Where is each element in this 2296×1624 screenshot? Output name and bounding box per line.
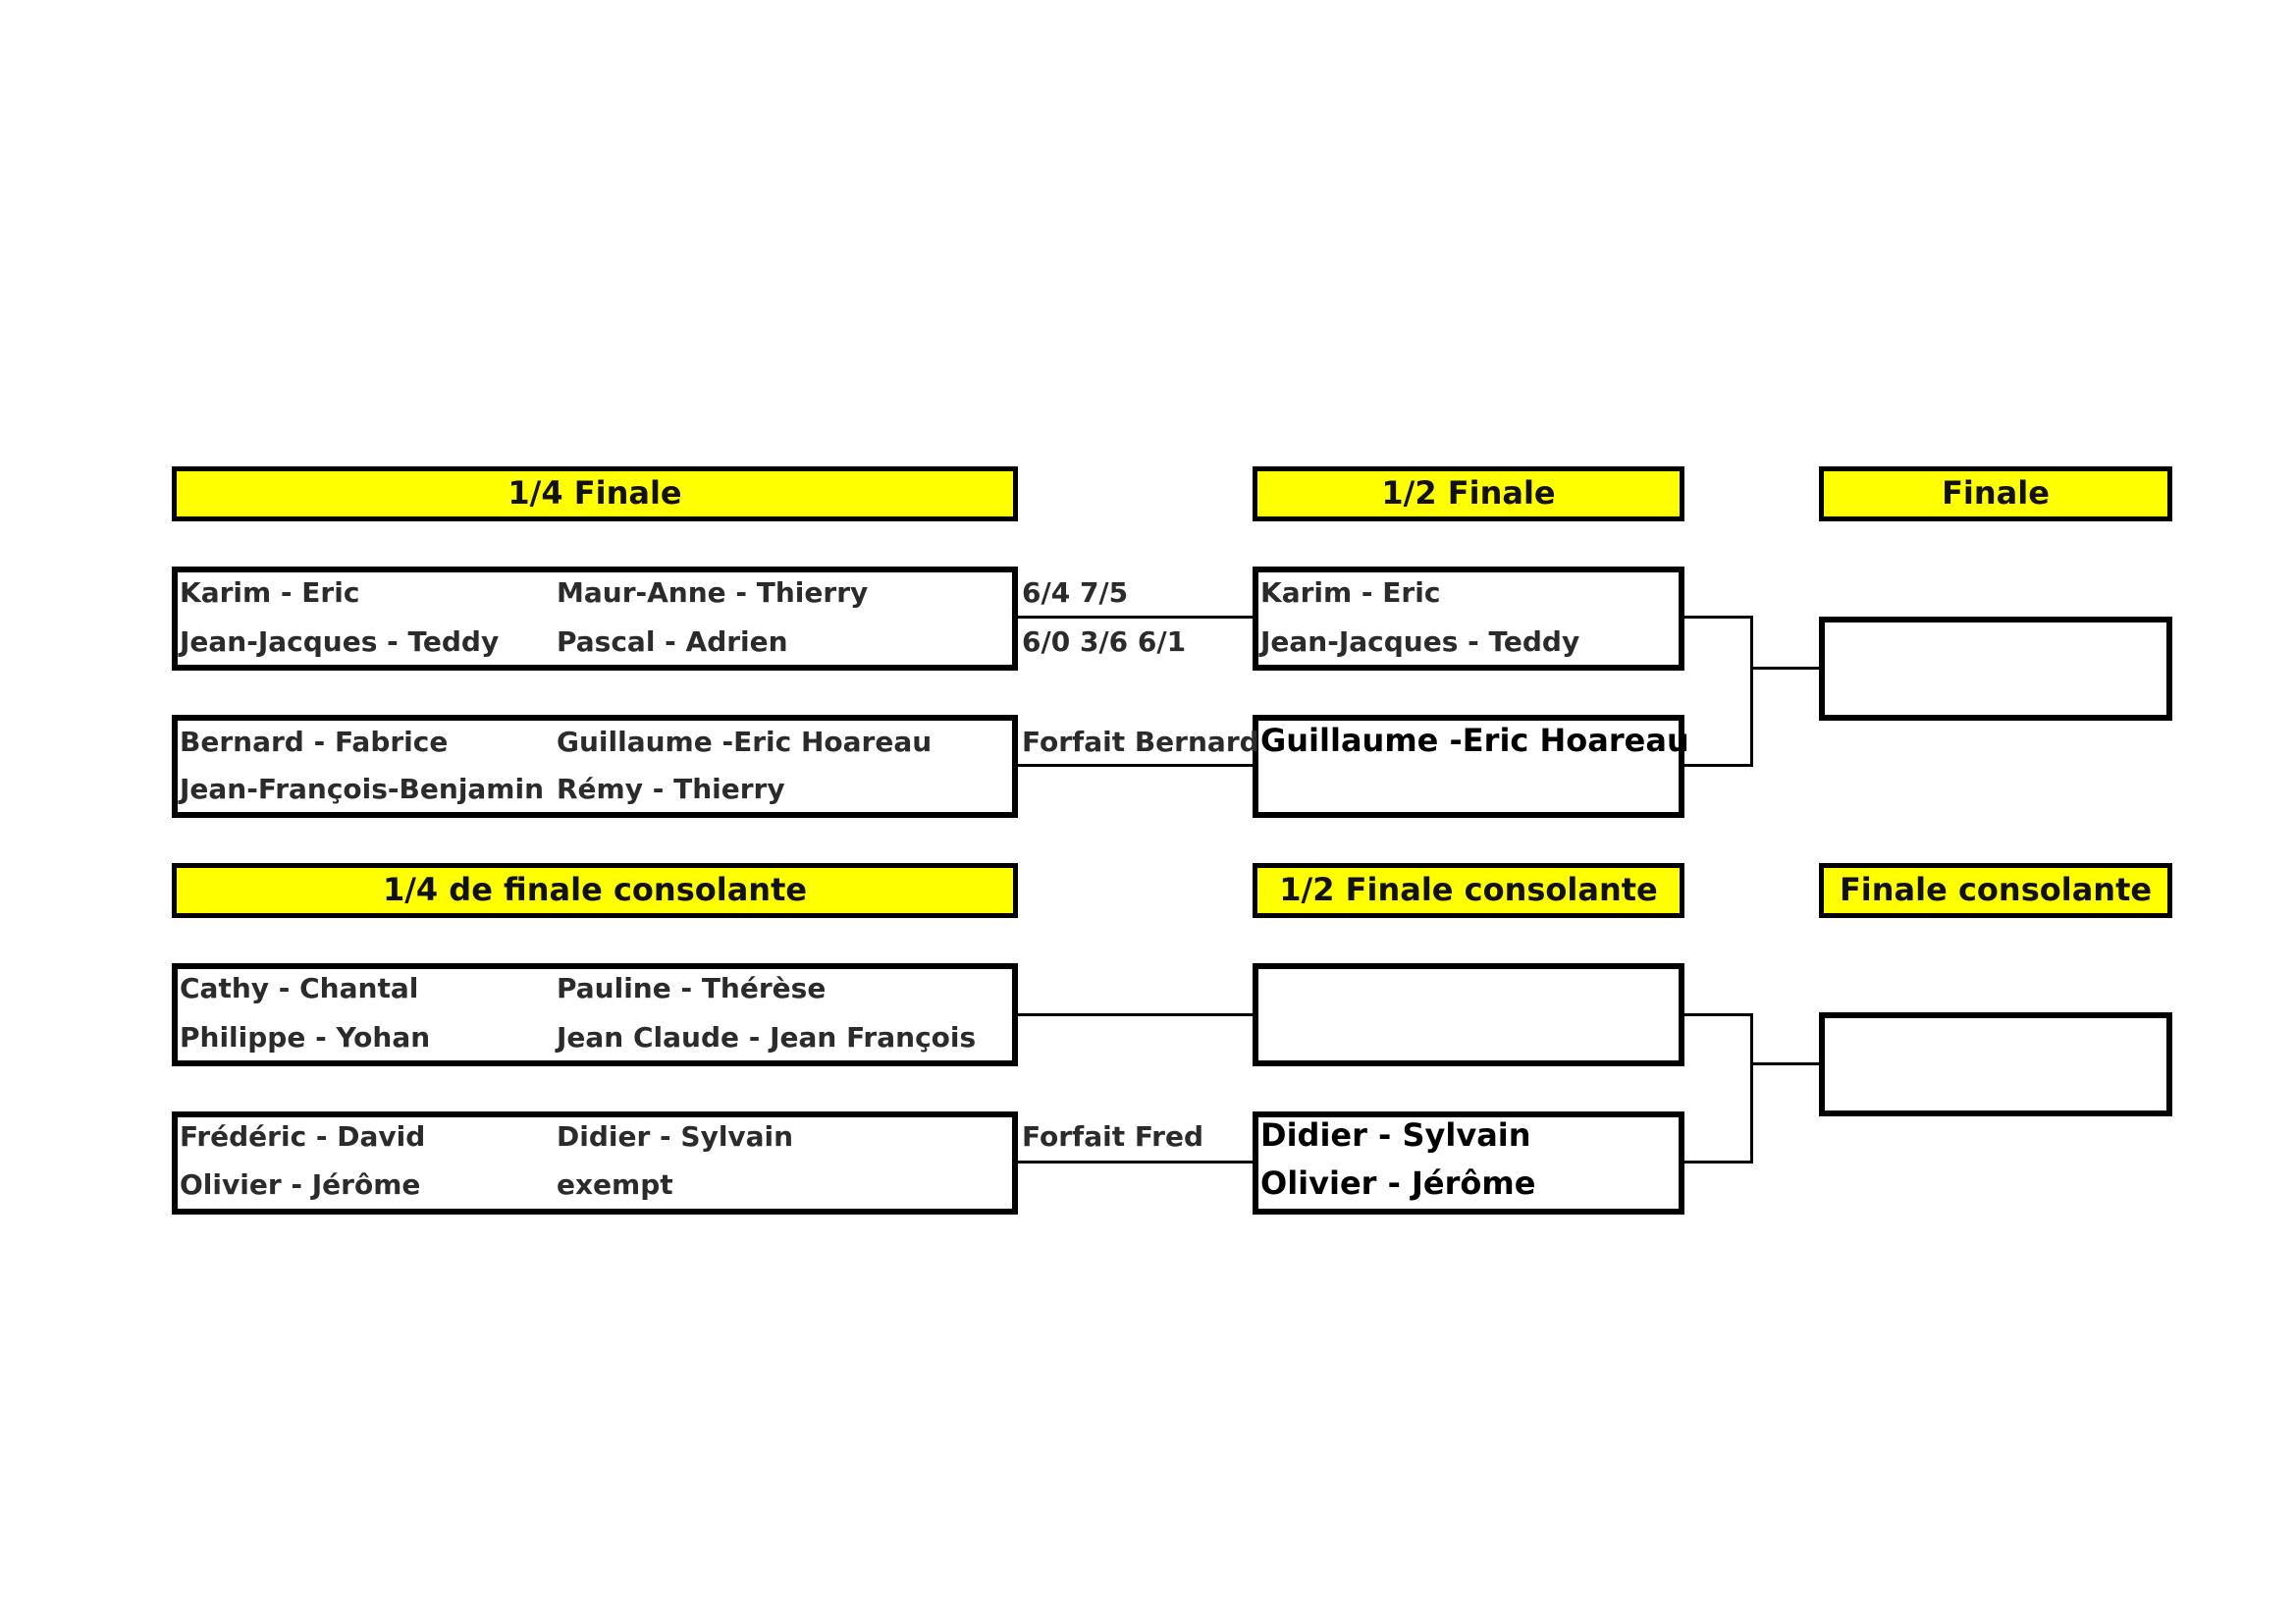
team-name: Cathy - Chantal <box>180 972 419 1004</box>
connector-cs2-out <box>1684 1161 1753 1164</box>
team-name: Maur-Anne - Thierry <box>557 576 869 609</box>
team-name: Frédéric - David <box>180 1120 426 1153</box>
connector-to-final <box>1750 667 1819 670</box>
consolation-semi-box-2 <box>1253 1111 1684 1215</box>
team-name: Rémy - Thierry <box>557 773 785 805</box>
team-name: Guillaume -Eric Hoareau <box>557 726 933 758</box>
team-name: Olivier - Jérôme <box>1260 1164 1536 1202</box>
connector-semi-vertical <box>1750 616 1753 767</box>
team-name: exempt <box>557 1168 673 1201</box>
team-name: Philippe - Yohan <box>180 1021 431 1054</box>
match-result: Forfait Bernard <box>1022 726 1259 758</box>
team-name: Didier - Sylvain <box>557 1120 794 1153</box>
team-name: Karim - Eric <box>1260 576 1441 609</box>
team-name: Jean-Jacques - Teddy <box>180 625 500 658</box>
team-name: Jean-François-Benjamin <box>180 773 545 805</box>
connector-consolation-vertical <box>1750 1013 1753 1164</box>
team-name: Didier - Sylvain <box>1260 1116 1531 1154</box>
match-result: Forfait Fred <box>1022 1120 1204 1153</box>
match-score: 6/4 7/5 <box>1022 576 1129 609</box>
connector-cq1-to-cs1 <box>1018 1013 1253 1016</box>
team-name: Pauline - Thérèse <box>557 972 827 1004</box>
header-demi-consolante: 1/2 Finale consolante <box>1253 863 1684 918</box>
connector-to-consolation-final <box>1750 1062 1819 1065</box>
match-score: 6/0 3/6 6/1 <box>1022 625 1187 658</box>
final-match-box <box>1819 617 2172 721</box>
connector-cs1-out <box>1684 1013 1753 1016</box>
team-name: Pascal - Adrien <box>557 625 788 658</box>
header-finale: Finale <box>1819 466 2172 521</box>
consolation-quarter-box-1 <box>172 963 1018 1066</box>
team-name: Guillaume -Eric Hoareau <box>1260 722 1689 759</box>
consolation-semi-box-1 <box>1253 963 1684 1066</box>
connector-cq2-to-cs2 <box>1018 1161 1253 1164</box>
connector-q2-to-s2 <box>1018 764 1253 767</box>
team-name: Jean Claude - Jean François <box>557 1021 977 1054</box>
semi-match-box-2 <box>1253 715 1684 818</box>
team-name: Karim - Eric <box>180 576 360 609</box>
header-quart-consolante: 1/4 de finale consolante <box>172 863 1018 918</box>
quarter-match-box-2 <box>172 715 1018 818</box>
header-finale-consolante: Finale consolante <box>1819 863 2172 918</box>
consolation-final-box <box>1819 1012 2172 1116</box>
quarter-match-box-1 <box>172 567 1018 671</box>
connector-s1-out <box>1684 616 1753 619</box>
header-quart-finale: 1/4 Finale <box>172 466 1018 521</box>
semi-match-box-1 <box>1253 567 1684 671</box>
connector-q1-to-s1 <box>1018 616 1253 619</box>
team-name: Bernard - Fabrice <box>180 726 449 758</box>
consolation-quarter-box-2 <box>172 1111 1018 1215</box>
team-name: Jean-Jacques - Teddy <box>1260 625 1580 658</box>
team-name: Olivier - Jérôme <box>180 1168 421 1201</box>
header-demi-finale: 1/2 Finale <box>1253 466 1684 521</box>
connector-s2-out <box>1684 764 1753 767</box>
